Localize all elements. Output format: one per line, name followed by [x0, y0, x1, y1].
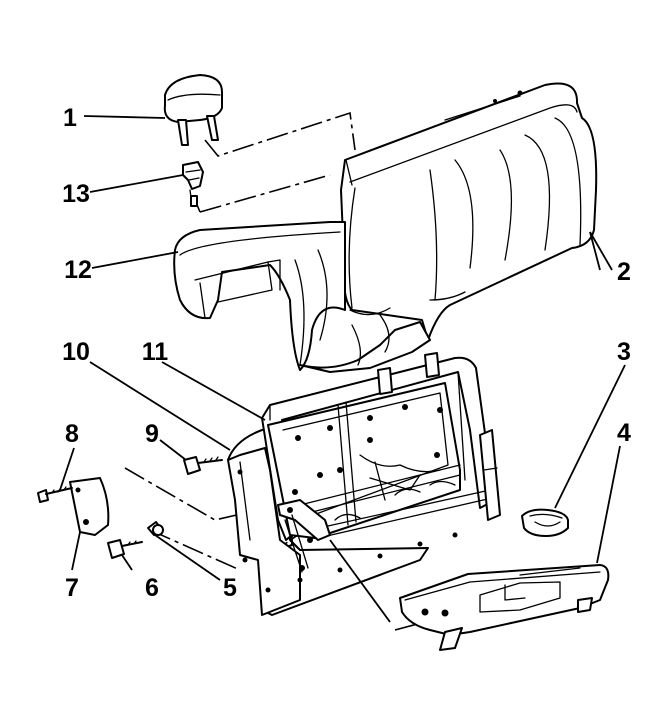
- callout-1: 1: [63, 104, 77, 132]
- guide-cup: [521, 508, 569, 537]
- seat-frame: [261, 352, 501, 573]
- callout-9: 9: [145, 420, 159, 448]
- callout-5: 5: [223, 574, 237, 602]
- callout-3: 3: [617, 338, 631, 366]
- callout-10: 10: [62, 338, 90, 366]
- seat-riser: [399, 564, 610, 651]
- callout-12: 12: [64, 256, 92, 284]
- seat-cushion-cover: [173, 221, 431, 373]
- leader-lines: [59, 115, 626, 623]
- bolt-8: [37, 486, 73, 503]
- callout-11: 11: [142, 338, 169, 366]
- callout-4: 4: [617, 419, 631, 447]
- washer-clip: [147, 521, 164, 536]
- callout-13: 13: [62, 180, 90, 208]
- callout-7: 7: [65, 574, 79, 602]
- head-restraint-guide: [182, 161, 204, 207]
- callout-2: 2: [617, 258, 631, 286]
- bolt-9: [183, 456, 223, 475]
- hinge-cover: [69, 477, 110, 536]
- seat-back-cushion: [340, 82, 598, 341]
- callout-8: 8: [65, 420, 79, 448]
- callout-6: 6: [145, 574, 159, 602]
- callout-labels: 1 2 3 4 5 6 7 8 9 10 11 12 13: [62, 104, 631, 602]
- bolt-6: [107, 539, 143, 559]
- head-restraint: [163, 74, 223, 146]
